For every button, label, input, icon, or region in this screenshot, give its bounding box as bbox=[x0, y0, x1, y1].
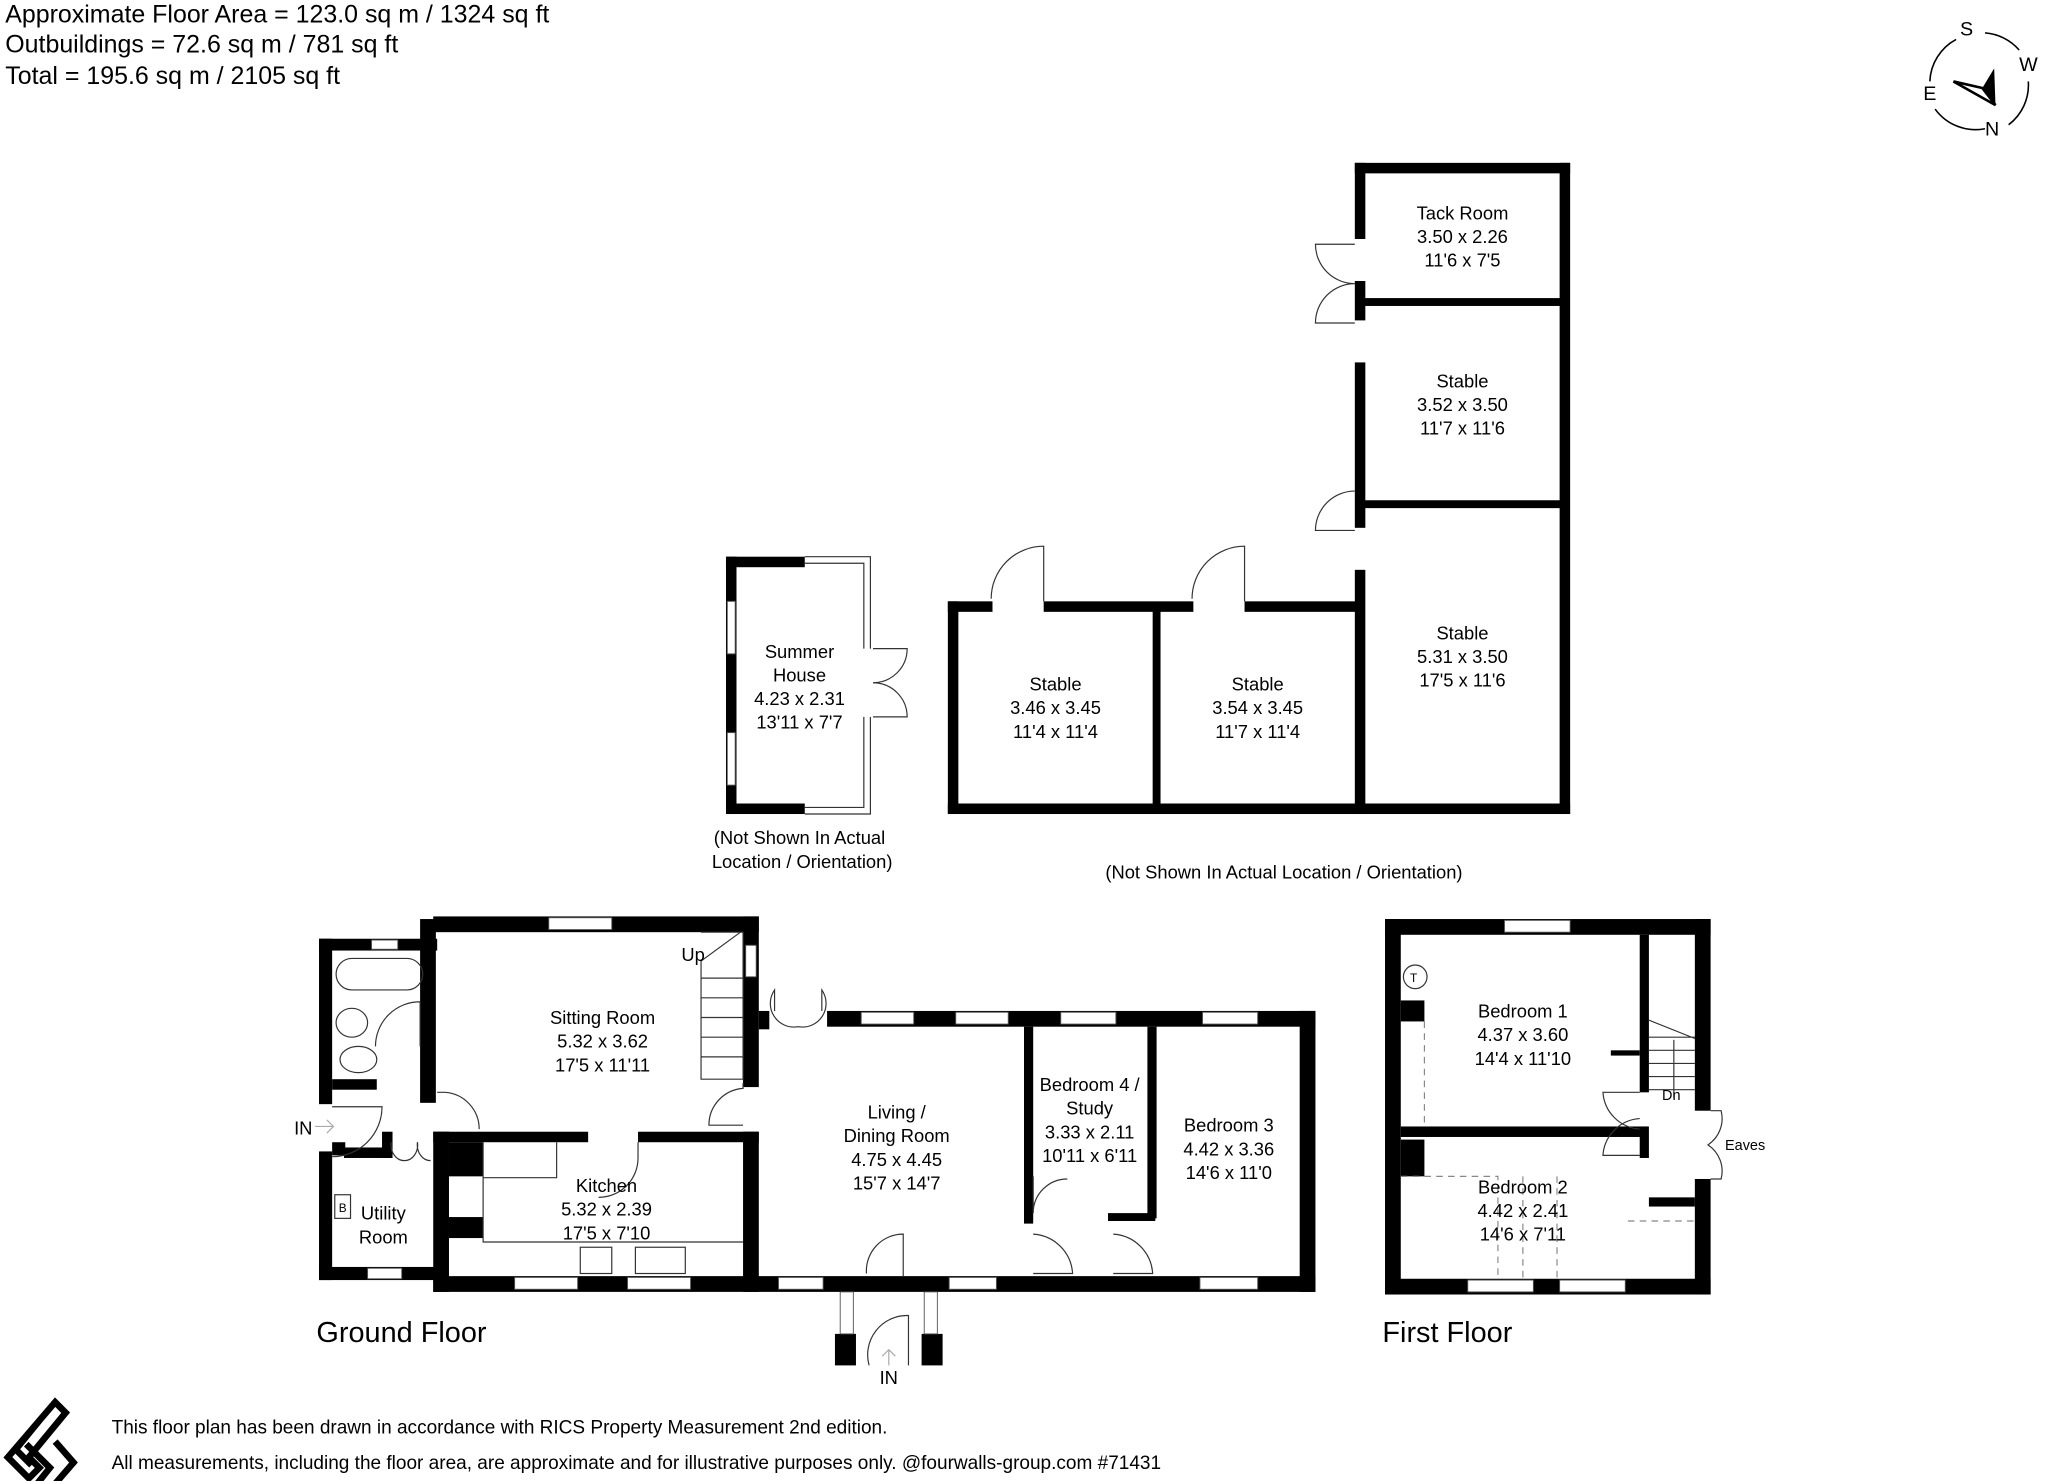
footer-disclaimer: All measurements, including the floor ar… bbox=[112, 1453, 1162, 1474]
compass-icon: S W E N bbox=[1923, 19, 2038, 141]
room-stable-2: Stable 5.31 x 3.50 17'5 x 11'6 bbox=[1417, 622, 1508, 690]
svg-text:4.37 x 3.60: 4.37 x 3.60 bbox=[1477, 1024, 1568, 1045]
svg-text:House: House bbox=[773, 664, 826, 685]
svg-text:11'7 x 11'6: 11'7 x 11'6 bbox=[1420, 418, 1505, 439]
entrance-arrow-icon bbox=[881, 1348, 896, 1366]
boiler-label: B bbox=[339, 1201, 347, 1215]
svg-text:17'5 x 11'11: 17'5 x 11'11 bbox=[555, 1054, 650, 1075]
svg-text:Stable: Stable bbox=[1232, 674, 1284, 695]
outbuilding-stables-block bbox=[947, 162, 1571, 815]
outbuildings-area-text: Outbuildings = 72.6 sq m / 781 sq ft bbox=[5, 31, 398, 59]
svg-text:Bedroom 3: Bedroom 3 bbox=[1184, 1115, 1274, 1136]
svg-text:3.33 x 2.11: 3.33 x 2.11 bbox=[1045, 1121, 1134, 1142]
room-kitchen: Kitchen 5.32 x 2.39 17'5 x 7'10 bbox=[561, 1175, 652, 1243]
stables-location-note: (Not Shown In Actual Location / Orientat… bbox=[1105, 861, 1462, 882]
svg-text:14'4 x 11'10: 14'4 x 11'10 bbox=[1475, 1048, 1572, 1069]
svg-text:5.32 x 2.39: 5.32 x 2.39 bbox=[561, 1199, 652, 1220]
svg-text:Dining Room: Dining Room bbox=[844, 1125, 950, 1146]
room-bedroom-4: Bedroom 4 / Study 3.33 x 2.11 10'11 x 6'… bbox=[1040, 1074, 1141, 1166]
stairs-up-label: Up bbox=[681, 944, 704, 965]
room-tack-room: Tack Room 3.50 x 2.26 11'6 x 7'5 bbox=[1417, 202, 1509, 270]
compass-s: S bbox=[1960, 19, 1973, 41]
ground-floor-walls bbox=[319, 916, 1316, 1366]
svg-text:Stable: Stable bbox=[1436, 622, 1488, 643]
summer-house-note-2: Location / Orientation) bbox=[712, 851, 893, 872]
first-floor-label: First Floor bbox=[1382, 1317, 1512, 1349]
svg-text:11'6 x 7'5: 11'6 x 7'5 bbox=[1424, 250, 1500, 271]
svg-text:14'6 x 7'11: 14'6 x 7'11 bbox=[1480, 1224, 1566, 1245]
svg-text:Kitchen: Kitchen bbox=[576, 1175, 637, 1196]
stairs-down-label: Dn bbox=[1662, 1088, 1680, 1104]
svg-text:13'11 x 7'7: 13'11 x 7'7 bbox=[756, 712, 842, 733]
svg-text:Bedroom 1: Bedroom 1 bbox=[1478, 1001, 1568, 1022]
footer-rics-note: This floor plan has been drawn in accord… bbox=[112, 1418, 888, 1439]
svg-text:15'7 x 14'7: 15'7 x 14'7 bbox=[853, 1172, 941, 1193]
svg-text:Stable: Stable bbox=[1436, 370, 1488, 391]
svg-text:4.42 x 3.36: 4.42 x 3.36 bbox=[1183, 1138, 1274, 1159]
svg-text:Summer: Summer bbox=[765, 641, 834, 662]
svg-text:Utility: Utility bbox=[361, 1203, 407, 1224]
svg-text:Bedroom 4 /: Bedroom 4 / bbox=[1040, 1074, 1141, 1095]
room-stable-4: Stable 3.54 x 3.45 11'7 x 11'4 bbox=[1212, 674, 1303, 742]
svg-text:17'5 x 7'10: 17'5 x 7'10 bbox=[563, 1222, 651, 1243]
svg-text:Living /: Living / bbox=[868, 1102, 927, 1123]
svg-text:4.42 x 2.41: 4.42 x 2.41 bbox=[1477, 1200, 1568, 1221]
svg-text:4.75 x 4.45: 4.75 x 4.45 bbox=[851, 1149, 942, 1170]
svg-text:5.32 x 3.62: 5.32 x 3.62 bbox=[557, 1031, 648, 1052]
svg-text:17'5 x 11'6: 17'5 x 11'6 bbox=[1419, 670, 1505, 691]
eaves-label: Eaves bbox=[1725, 1138, 1765, 1154]
ground-floor-label: Ground Floor bbox=[316, 1317, 487, 1349]
entrance-arrow-icon bbox=[315, 1119, 335, 1134]
outbuilding-summer-house: Summer House 4.23 x 2.31 13'11 x 7'7 bbox=[725, 556, 908, 815]
svg-text:Stable: Stable bbox=[1029, 674, 1081, 695]
svg-text:3.54 x 3.45: 3.54 x 3.45 bbox=[1212, 697, 1303, 718]
svg-text:14'6 x 11'0: 14'6 x 11'0 bbox=[1186, 1162, 1272, 1183]
total-area-text: Total = 195.6 sq m / 2105 sq ft bbox=[5, 62, 340, 90]
compass-n: N bbox=[1985, 118, 1999, 140]
tank-label: T bbox=[1410, 971, 1417, 985]
fourwalls-logo bbox=[3, 1397, 78, 1481]
svg-text:4.23 x 2.31: 4.23 x 2.31 bbox=[754, 688, 845, 709]
side-entrance-label: IN bbox=[294, 1117, 312, 1138]
front-entrance-label: IN bbox=[880, 1367, 898, 1388]
room-stable-1: Stable 3.52 x 3.50 11'7 x 11'6 bbox=[1417, 370, 1508, 438]
floor-area-text: Approximate Floor Area = 123.0 sq m / 13… bbox=[5, 0, 549, 28]
room-bedroom-1: Bedroom 1 4.37 x 3.60 14'4 x 11'10 bbox=[1475, 1001, 1572, 1069]
svg-text:Sitting Room: Sitting Room bbox=[550, 1007, 655, 1028]
summer-house-note-1: (Not Shown In Actual bbox=[714, 827, 885, 848]
svg-text:11'4 x 11'4: 11'4 x 11'4 bbox=[1013, 721, 1098, 742]
svg-text:3.52 x 3.50: 3.52 x 3.50 bbox=[1417, 394, 1508, 415]
svg-text:Bedroom 2: Bedroom 2 bbox=[1478, 1176, 1568, 1197]
room-bedroom-3: Bedroom 3 4.42 x 3.36 14'6 x 11'0 bbox=[1183, 1115, 1274, 1183]
compass-e: E bbox=[1923, 83, 1936, 105]
svg-text:Study: Study bbox=[1066, 1098, 1114, 1119]
compass-w: W bbox=[2019, 54, 2038, 76]
first-floor-walls bbox=[1385, 919, 1723, 1295]
room-stable-3: Stable 3.46 x 3.45 11'4 x 11'4 bbox=[1010, 674, 1101, 742]
svg-text:3.46 x 3.45: 3.46 x 3.45 bbox=[1010, 697, 1101, 718]
svg-text:Tack Room: Tack Room bbox=[1417, 202, 1509, 223]
room-bedroom-2: Bedroom 2 4.42 x 2.41 14'6 x 7'11 bbox=[1477, 1176, 1568, 1244]
room-utility: B Utility Room bbox=[334, 1194, 408, 1247]
svg-text:Room: Room bbox=[359, 1226, 408, 1247]
svg-text:11'7 x 11'4: 11'7 x 11'4 bbox=[1215, 721, 1300, 742]
svg-text:3.50 x 2.26: 3.50 x 2.26 bbox=[1417, 226, 1508, 247]
room-living-dining: Living / Dining Room 4.75 x 4.45 15'7 x … bbox=[844, 1102, 950, 1194]
svg-text:5.31 x 3.50: 5.31 x 3.50 bbox=[1417, 646, 1508, 667]
room-sitting-room: Sitting Room 5.32 x 3.62 17'5 x 11'11 bbox=[550, 1007, 655, 1075]
svg-text:10'11 x 6'11: 10'11 x 6'11 bbox=[1042, 1145, 1137, 1166]
